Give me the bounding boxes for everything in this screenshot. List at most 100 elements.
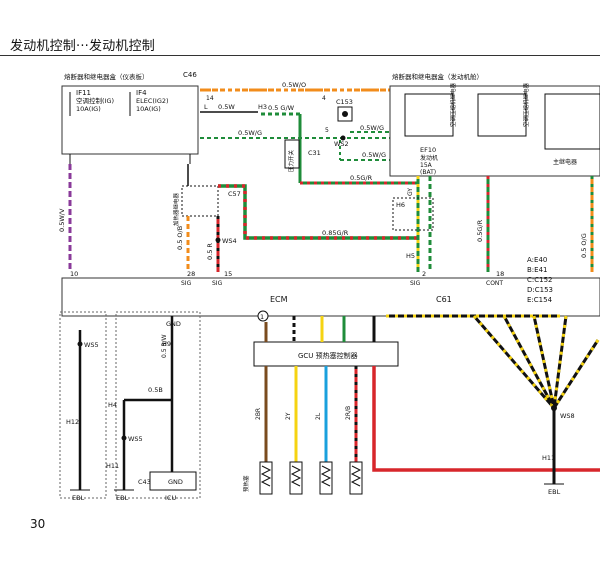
ecm-pin-c18: 18 [496, 270, 504, 278]
icu-label: ICU [165, 494, 176, 502]
label-wire-ob: 0.5 O/B [176, 226, 184, 250]
splice-ws8 [551, 405, 557, 411]
label-wire-gr-main: 0.85G/R [322, 229, 349, 237]
fuse-if11-line2: 10A(IG) [76, 105, 101, 113]
fuse-ef10-line3: (BAT) [420, 169, 436, 176]
label-ws5a: WS5 [84, 341, 99, 349]
label-wire-gy: GY [407, 188, 414, 196]
label-wire-bw: 0.5 B/W [161, 334, 168, 358]
label-wire-wg3: 0.5W/G [362, 151, 386, 159]
pin-4: 4 [322, 95, 326, 102]
label-glow-plug: 预热塞 [242, 475, 250, 492]
label-heater-relay: 加热器继电器 [172, 192, 180, 226]
label-glow-red: 2R/B [345, 406, 352, 420]
label-ws5b: WS5 [128, 435, 143, 443]
label-wire-gw: 0.5 G/W [268, 104, 295, 112]
ecm-pin-15: 15 [224, 270, 232, 278]
label-glow-blue: 2L [315, 412, 322, 420]
label-c31: C31 [308, 149, 321, 157]
ecm-pin-d2: 2 [422, 270, 426, 278]
pin-5: 5 [325, 127, 329, 134]
pin-14: 14 [206, 95, 214, 102]
label-wire-wg2: 0.5W/G [360, 124, 384, 132]
label-wire-top: 0.5W/O [282, 81, 306, 89]
harness-right [386, 314, 600, 484]
label-ground-right: EBL [548, 488, 561, 496]
glow-controller-label: GCU 预热塞控制器 [298, 351, 358, 360]
fuse-box-instrument: 熔断器和继电器盒（仪表板） IF11 空调控制(IG) 10A(IG) IF4 … [61, 72, 199, 164]
splice-ws5b [121, 435, 127, 441]
label-wire-05w: 0.5W [218, 103, 235, 111]
label-wire-wg1: 0.5W/G [238, 129, 262, 137]
page-number: 30 [30, 517, 46, 531]
label-e-c46: C46 [183, 71, 197, 79]
fuse-if4-line1: ELEC(IG2) [136, 97, 169, 105]
relay-er8-label: 主继电器 [553, 158, 577, 166]
key-e: E:C154 [527, 296, 553, 304]
fuse-box-instrument-label: 熔断器和继电器盒（仪表板） [64, 72, 149, 81]
ecm-box: ECM C61 10 28 15 2 18 SIG SIG SIG CONT G… [61, 256, 600, 328]
label-ground-mid: EBL [116, 494, 129, 502]
ecm-code: C61 [436, 295, 452, 304]
ecm-label: ECM [270, 295, 288, 304]
ecm-pin-10: 10 [70, 270, 78, 278]
fuse-ef10-id: EF10 [420, 146, 436, 154]
c153-dot [342, 111, 348, 117]
fuse-if4-id: IF4 [136, 89, 147, 97]
label-wire-b: 0.5B [148, 386, 163, 394]
fuse-box-engine: 熔断器和继电器盒（发动机舱） 空调压缩机继电器 空调压缩机继电器 主继电器 EF… [389, 72, 600, 177]
label-ws4: WS4 [222, 237, 237, 245]
wire-gr-main-stripe [218, 184, 418, 240]
ecm-gnd: GND [166, 320, 181, 328]
fuse-if11-line1: 空调控制(IG) [76, 96, 114, 105]
label-wire-r: 0.5 R [206, 243, 214, 260]
label-h9: H9 [162, 340, 171, 348]
h6-box [392, 197, 434, 231]
ground-block-left [59, 311, 107, 499]
splice-ws4 [215, 237, 221, 243]
label-h3: H3 [258, 103, 267, 111]
label-wire-og: 0.5 O/G [580, 233, 588, 258]
ground-block-mid [115, 311, 201, 499]
wire-gr-main [218, 184, 418, 240]
ecm-pin-28: 28 [187, 270, 195, 278]
fuse-ef10-line2: 15A [420, 162, 433, 169]
heater-relay [181, 185, 219, 217]
pin-l: L [204, 103, 208, 111]
label-c153: C153 [336, 98, 353, 106]
label-h11: H11 [106, 462, 119, 470]
callout-1-text: 1 [260, 313, 264, 321]
label-c57: C57 [228, 190, 241, 198]
ecm-sig-3: SIG [410, 280, 421, 287]
fuse-if11-id: IF11 [76, 89, 91, 97]
key-d: D:C153 [527, 286, 553, 294]
label-h6: H6 [396, 201, 405, 209]
icu-gnd: GND [168, 478, 183, 486]
key-c: C:C152 [527, 276, 553, 284]
fuse-if4-line2: 10A(IG) [136, 105, 161, 113]
glow-plug-4 [349, 461, 363, 495]
relay-er15-label: 空调压缩机继电器 [522, 82, 530, 127]
splice-ws5a [77, 341, 83, 347]
title-rule [0, 55, 600, 56]
ecm-cont: CONT [486, 280, 503, 287]
glow-plug-1 [259, 461, 273, 495]
label-glow-brown: 2BR [255, 408, 262, 420]
label-ws8: WS8 [560, 412, 575, 420]
glow-plug-3 [319, 461, 333, 495]
label-wire-gvr: 0.5G/R [476, 219, 484, 242]
key-a: A:E40 [527, 256, 547, 264]
wire-red-return [372, 366, 600, 472]
splice-ws2 [340, 135, 346, 141]
glow-plug-2 [289, 461, 303, 495]
label-h12: H12 [66, 418, 79, 426]
ecm-sig-2: SIG [212, 280, 223, 287]
label-h11b: H11 [542, 454, 555, 462]
label-wire-gr-top: 0.5G/R [350, 174, 373, 182]
ecm-sig-1: SIG [181, 280, 192, 287]
label-h4: H4 [108, 401, 117, 409]
label-ground-left: EBL [72, 494, 85, 502]
key-b: B:E41 [527, 266, 548, 274]
fuse-ef10-line1: 发动机 [420, 154, 438, 162]
